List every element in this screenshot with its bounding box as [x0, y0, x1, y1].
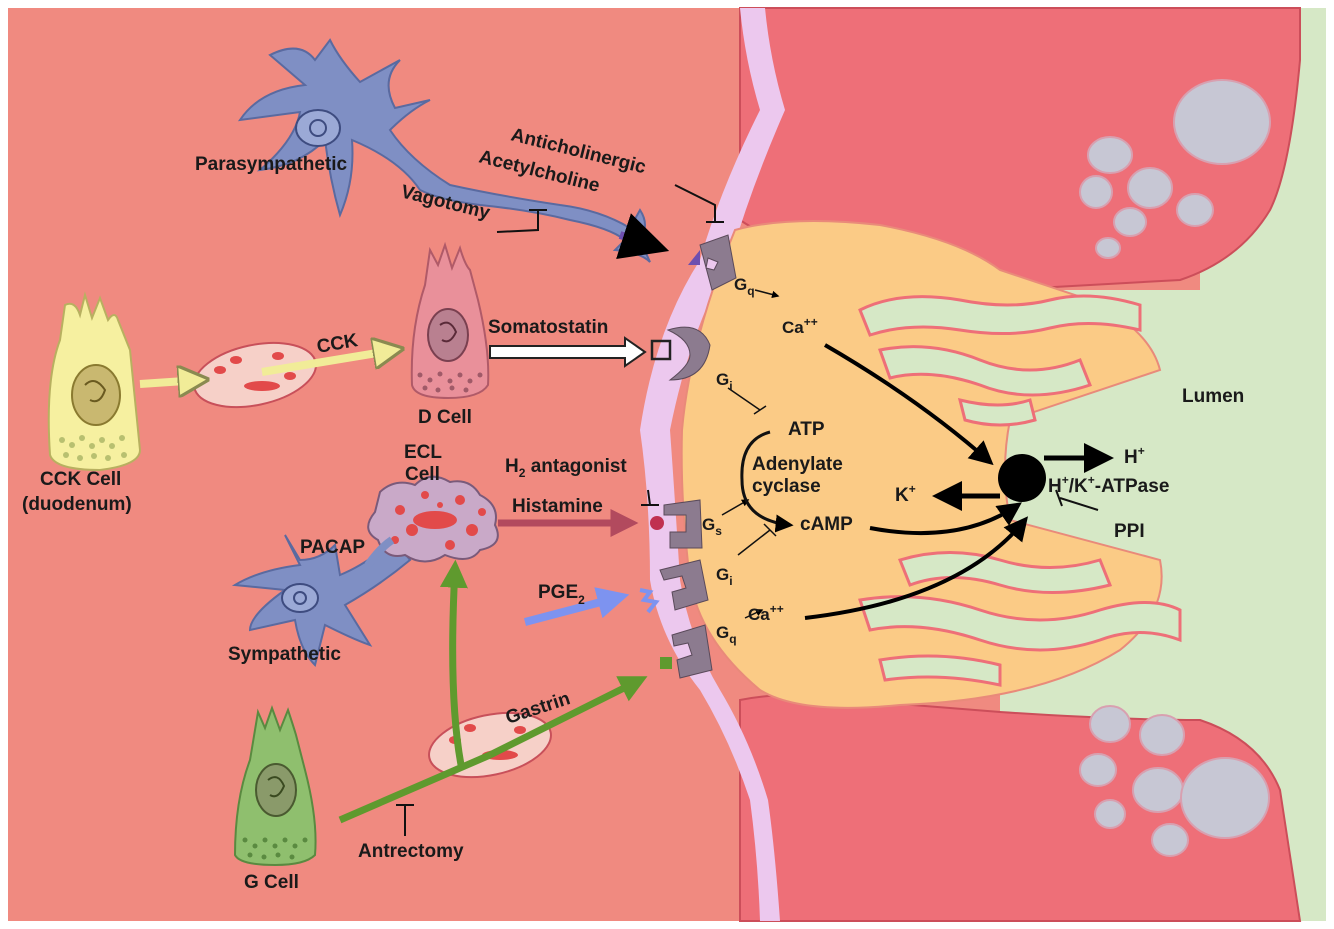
proton-pump: [998, 454, 1046, 502]
receptors: [659, 234, 737, 679]
gastrin-ligand: [660, 657, 672, 669]
pacap-label: PACAP: [300, 537, 365, 558]
camp-to-pump-arrow: [869, 502, 1022, 536]
h-plus-label: H+: [1124, 444, 1145, 468]
h2-antagonist-block: [641, 489, 659, 506]
ca2-to-pump-arrow: [804, 516, 1029, 620]
sympathetic-nucleus: [281, 583, 319, 613]
cck-arrow-to-vessel: [139, 380, 200, 384]
atp-to-camp-arrow: [740, 430, 794, 533]
ppi-label: PPI: [1114, 521, 1145, 542]
antrectomy-label: Antrectomy: [358, 841, 464, 862]
anticholinergic-block: [674, 184, 724, 223]
gi-upper-label: Gi: [716, 370, 733, 393]
somatostatin-arrow: [489, 336, 647, 368]
d-cell: [410, 241, 490, 400]
cck-cell-location-label: (duodenum): [22, 494, 132, 515]
vagotomy-block: [496, 209, 547, 233]
acetylcholine-ligand: [688, 250, 700, 265]
camp-label: cAMP: [800, 514, 853, 535]
gi-atp-block: [727, 387, 767, 415]
histamine-label: Histamine: [512, 496, 603, 517]
cck-cell: [47, 291, 142, 472]
h2-antagonist-label: H2 antagonist: [505, 456, 627, 480]
inhibition-markers: [396, 184, 1099, 836]
ecl-label-line2: Cell: [405, 464, 440, 485]
somatostatin-ligand: [650, 339, 672, 361]
gi2-camp-block: [737, 523, 777, 556]
calcium-lower-label: Ca++: [748, 602, 784, 624]
parasympathetic-neuron: [237, 38, 651, 263]
cck2-receptor: [671, 624, 713, 679]
lower-vesicles: [1079, 705, 1270, 857]
sympathetic-neuron: [231, 534, 412, 667]
calcium-upper-label: Ca++: [782, 315, 818, 337]
histamine-ligand: [650, 516, 664, 530]
pge2-ligand: [639, 588, 660, 614]
pge2-arrow: [523, 587, 630, 626]
atp-label: ATP: [788, 419, 825, 440]
ca-to-pump-arrow: [823, 343, 994, 466]
gq-lower-label: Gq: [716, 623, 737, 646]
upper-canaliculi: [858, 294, 1142, 427]
gq-upper-label: Gq: [734, 275, 755, 298]
pge2-label: PGE2: [538, 582, 585, 607]
antrectomy-block: [396, 804, 414, 836]
lumen-label: Lumen: [1182, 386, 1244, 407]
gi-lower-label: Gi: [716, 565, 733, 588]
g-protein-signals: [721, 289, 780, 619]
ecl-label-line1: ECL: [404, 442, 442, 463]
ecl-cell: [367, 475, 499, 563]
gastrin-arrows: [338, 559, 648, 824]
ppi-block: [1055, 489, 1099, 511]
d-cell-nucleus: [427, 308, 469, 362]
h-k-atpase-label: H+/K+-ATPase: [1048, 473, 1169, 497]
somatostatin-label: Somatostatin: [488, 317, 608, 338]
d-cell-label: D Cell: [418, 407, 472, 428]
g-cell-nucleus: [255, 763, 297, 817]
cyclase-label: cyclase: [752, 476, 821, 497]
muscarinic-receptor: [699, 234, 737, 291]
pacap-process: [364, 536, 395, 568]
sympathetic-label: Sympathetic: [228, 644, 341, 665]
g-cell-label: G Cell: [244, 872, 299, 893]
parasympathetic-label: Parasympathetic: [195, 154, 348, 175]
cck-arrow-to-d-cell: [261, 350, 395, 376]
prostaglandin-receptor: [659, 559, 709, 611]
adenylate-label: Adenylate: [752, 454, 843, 475]
k-plus-label: K+: [895, 482, 916, 506]
gs-label: Gs: [702, 515, 722, 538]
lower-canaliculi: [858, 551, 1182, 687]
blood-vessel-cck: [193, 341, 317, 409]
parasympathetic-nucleus: [295, 109, 341, 147]
g-cell: [233, 705, 317, 867]
cck-cell-nucleus: [71, 364, 121, 426]
cck-cell-label: CCK Cell: [40, 469, 121, 490]
somatostatin-receptor: [666, 326, 711, 381]
basolateral-membrane: [640, 8, 785, 921]
upper-vesicles: [1079, 79, 1271, 259]
h2-receptor: [663, 499, 703, 549]
acetylcholine-arrow: [616, 213, 670, 259]
